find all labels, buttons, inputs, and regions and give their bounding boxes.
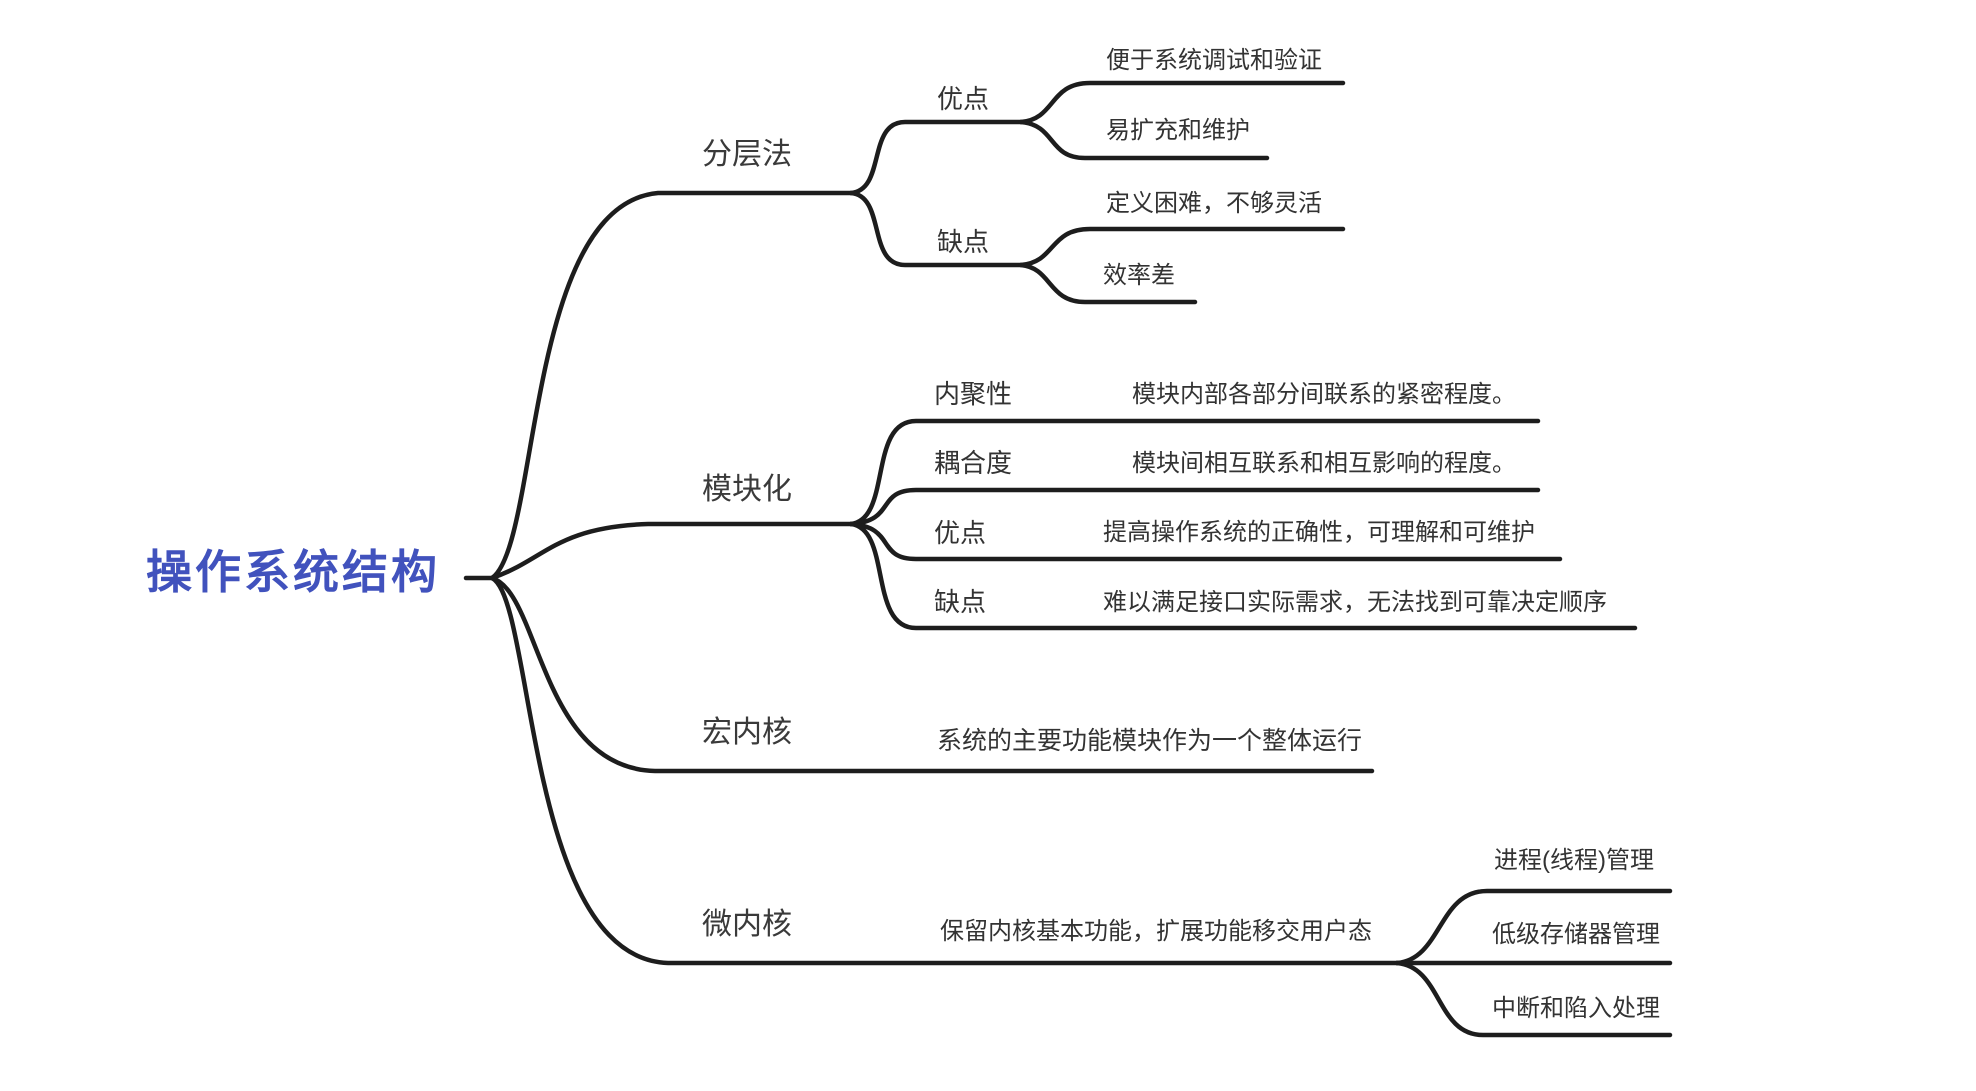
note-coupling[interactable]: 模块间相互联系和相互影响的程度。 <box>1132 450 1516 477</box>
edge-root-monolithic-kernel <box>489 575 1375 774</box>
edge-advantage-extend <box>1018 119 1270 161</box>
leaf-poor-efficiency[interactable]: 效率差 <box>1103 262 1175 289</box>
branch-layered-method[interactable]: 分层法 <box>702 138 792 171</box>
leaf-interrupt-trap-handling[interactable]: 中断和陷入处理 <box>1492 995 1660 1022</box>
branch-monolithic-kernel[interactable]: 宏内核 <box>702 716 792 749</box>
leaf-easy-debug-verify[interactable]: 便于系统调试和验证 <box>1106 47 1322 74</box>
node-modularity-disadvantage[interactable]: 缺点 <box>934 587 987 617</box>
edge-root-layered-method <box>489 190 854 581</box>
leaf-hard-define-inflexible[interactable]: 定义困难，不够灵活 <box>1106 190 1322 217</box>
node-coupling[interactable]: 耦合度 <box>934 448 1013 478</box>
edge-layered-advantages <box>848 119 1024 196</box>
edge-modularity-disadvantage <box>848 521 1638 631</box>
note-modularity-disadvantage[interactable]: 难以满足接口实际需求，无法找到可靠决定顺序 <box>1103 589 1607 616</box>
note-monolithic-kernel[interactable]: 系统的主要功能模块作为一个整体运行 <box>937 727 1363 755</box>
edge-modularity-coupling <box>848 487 1541 527</box>
node-layered-disadvantages[interactable]: 缺点 <box>937 227 990 257</box>
leaf-process-thread-mgmt[interactable]: 进程(线程)管理 <box>1494 847 1654 874</box>
leaf-low-level-storage-mgmt[interactable]: 低级存储器管理 <box>1492 921 1660 948</box>
edge-micro-process-mgmt <box>1394 888 1673 966</box>
root-node[interactable]: 操作系统结构 <box>146 546 440 598</box>
edge-disadvantage-define <box>1018 226 1346 268</box>
node-layered-advantages[interactable]: 优点 <box>937 84 990 114</box>
edge-layered-disadvantages <box>848 190 1024 268</box>
node-cohesion[interactable]: 内聚性 <box>934 379 1013 409</box>
edge-advantage-debug <box>1018 80 1346 125</box>
edge-root-micro-kernel <box>489 575 1400 966</box>
edge-modularity-advantage <box>848 521 1563 562</box>
branch-modularity[interactable]: 模块化 <box>702 473 792 506</box>
edge-root-modularity <box>489 521 854 581</box>
edge-modularity-cohesion <box>848 418 1541 527</box>
leaf-easy-extend-maintain[interactable]: 易扩充和维护 <box>1106 117 1250 144</box>
branch-micro-kernel[interactable]: 微内核 <box>702 908 792 941</box>
note-micro-kernel[interactable]: 保留内核基本功能，扩展功能移交用户态 <box>940 918 1372 945</box>
note-modularity-advantage[interactable]: 提高操作系统的正确性，可理解和可维护 <box>1103 519 1535 546</box>
node-modularity-advantage[interactable]: 优点 <box>934 518 987 548</box>
edge-disadvantage-efficiency <box>1018 262 1198 305</box>
edge-micro-interrupt <box>1394 960 1673 1038</box>
note-cohesion[interactable]: 模块内部各部分间联系的紧密程度。 <box>1132 381 1516 408</box>
